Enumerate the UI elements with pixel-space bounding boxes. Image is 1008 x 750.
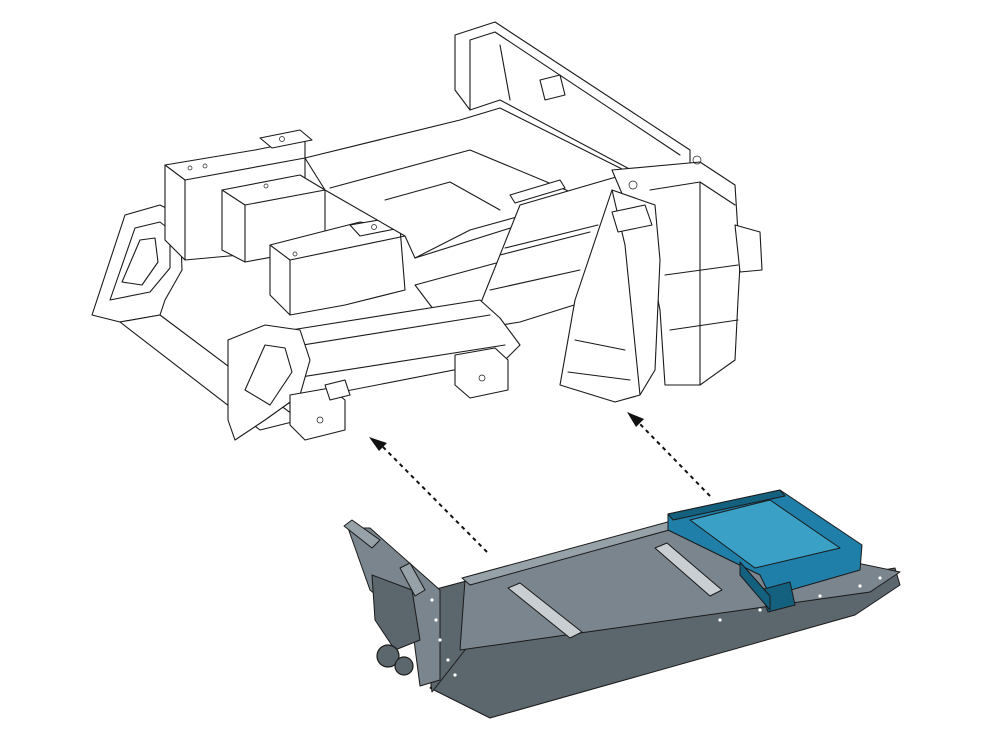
fastener-dot xyxy=(758,608,762,612)
frame-foot-2 xyxy=(454,347,509,399)
fastener-dot xyxy=(818,594,822,598)
highlighted-tray-module xyxy=(667,489,863,613)
tray-rail-right xyxy=(654,542,723,597)
module-top-panel xyxy=(689,499,841,569)
right-insert-arrow xyxy=(639,423,711,497)
cab-frame xyxy=(91,21,763,441)
fastener-dot xyxy=(718,618,722,622)
module-side-edge xyxy=(739,561,771,611)
left-arrowhead-icon xyxy=(369,437,387,451)
fastener-dot xyxy=(858,584,862,588)
fastener-dot xyxy=(446,658,450,662)
caster-wheel-icon xyxy=(394,656,414,676)
left-insert-arrow xyxy=(382,446,488,553)
fastener-dot xyxy=(878,576,882,580)
tray-rail-left xyxy=(507,582,583,639)
tray-handle-upright xyxy=(399,562,426,597)
tray-fasteners xyxy=(430,576,882,677)
fastener-dot xyxy=(453,673,457,677)
tray-handle-side-plate xyxy=(371,574,421,651)
tray-handle-bar[interactable] xyxy=(343,519,381,549)
caster-wheel-icon xyxy=(376,644,400,668)
fastener-dot xyxy=(434,618,438,622)
right-arrowhead-icon xyxy=(627,412,644,427)
insertion-arrows xyxy=(369,412,711,553)
module-rear-lip xyxy=(667,489,786,521)
fastener-dot xyxy=(438,638,442,642)
fastener-dot xyxy=(430,598,434,602)
